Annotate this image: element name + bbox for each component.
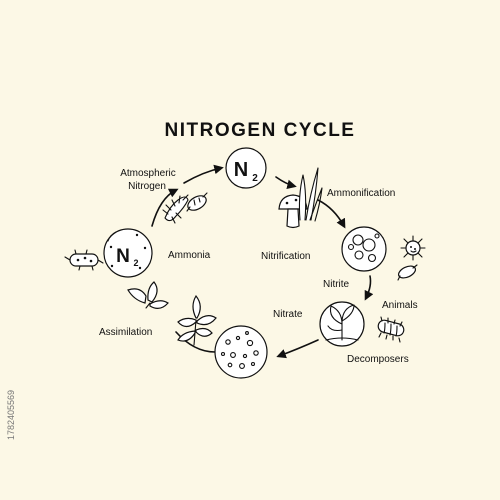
label-ammonia: Ammonia: [168, 250, 211, 261]
label-animals: Animals: [382, 300, 418, 311]
soil-sample-node: [214, 325, 268, 379]
n2-symbol: N: [234, 159, 248, 181]
label-nitrate: Nitrate: [273, 309, 303, 320]
bacteria-icon: [162, 192, 208, 224]
arrow-to-nitrite: [364, 275, 374, 301]
arrow-to-n2: [183, 164, 224, 184]
ammonification-bubbles-node: [341, 226, 387, 272]
label-assimilation: Assimilation: [99, 327, 152, 338]
n2-ammonia-node: N 2: [103, 228, 153, 278]
arrow-to-ammonification: [317, 199, 346, 229]
n2-subscript: 2: [252, 173, 258, 184]
label-nitrogen: Nitrogen: [128, 181, 166, 192]
caterpillar-bacteria-icon: [377, 316, 405, 343]
ammonia-n2-subscript: 2: [133, 258, 138, 268]
arrow-to-atmospheric: [151, 188, 179, 227]
ammonia-n2-symbol: N: [116, 246, 130, 267]
arrow-to-nitrate-pool: [276, 339, 319, 359]
node-highlight: [107, 231, 117, 242]
grass-icon: [298, 167, 323, 222]
microbe-icon: [397, 235, 426, 281]
label-nitrification: Nitrification: [261, 251, 310, 262]
rod-bacteria-icon: [64, 249, 104, 271]
n2-atmospheric-node: N 2: [225, 147, 267, 189]
arrow-assimilation: [175, 331, 216, 353]
label-decomposers: Decomposers: [347, 354, 409, 365]
stock-id-text: 1782405569: [6, 390, 16, 440]
plant-icon: [177, 294, 217, 346]
label-nitrite: Nitrite: [323, 279, 350, 290]
arrow-n2-out: [275, 176, 297, 190]
label-atmospheric: Atmospheric: [120, 168, 176, 179]
diagram-title: NITROGEN CYCLE: [165, 120, 356, 141]
label-ammonification: Ammonification: [327, 188, 395, 199]
leaf-icon: [127, 281, 169, 309]
nitrate-sprout-node: [319, 301, 365, 347]
